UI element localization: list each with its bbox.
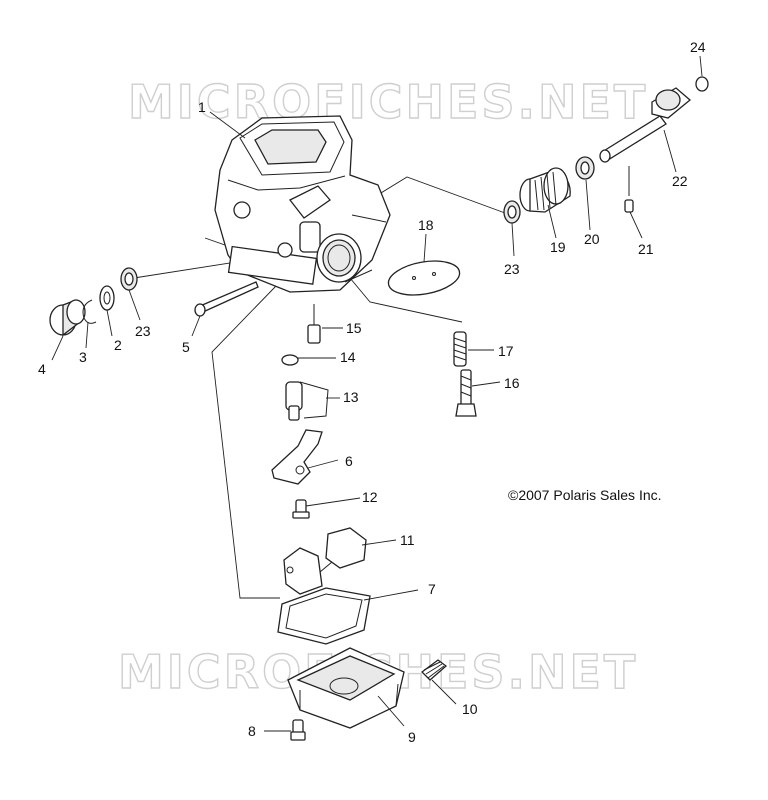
callout-13: 13 — [343, 389, 359, 405]
callout-15: 15 — [346, 320, 362, 336]
part-15-jet — [307, 304, 321, 344]
callout-10: 10 — [462, 701, 478, 717]
part-2-washer — [99, 285, 115, 311]
callout-14: 14 — [340, 349, 356, 365]
part-22-throttle-shaft — [599, 87, 692, 163]
part-8-screw — [290, 719, 306, 741]
callout-17: 17 — [498, 343, 514, 359]
part-18-throttle-plate — [387, 260, 461, 296]
callout-7: 7 — [428, 581, 436, 597]
callout-5: 5 — [182, 339, 190, 355]
callout-16: 16 — [504, 375, 520, 391]
callout-4: 4 — [38, 361, 46, 377]
part-7-gasket — [277, 587, 371, 645]
part-24-cap — [695, 76, 709, 92]
carburetor-body — [214, 115, 391, 293]
part-9-float-bowl — [287, 647, 405, 729]
part-23-seal-right — [503, 200, 521, 224]
callout-9: 9 — [408, 729, 416, 745]
callout-22: 22 — [672, 173, 688, 189]
callout-21: 21 — [638, 241, 654, 257]
callout-2: 2 — [114, 337, 122, 353]
part-17-spring — [453, 331, 467, 367]
callout-18: 18 — [418, 217, 434, 233]
part-23-seal-left — [120, 267, 138, 291]
part-16-pilot-screw — [455, 369, 477, 417]
callout-11: 11 — [400, 532, 415, 548]
callout-3: 3 — [79, 349, 87, 365]
callout-12: 12 — [362, 489, 378, 505]
callout-19: 19 — [550, 239, 566, 255]
callout-24: 24 — [690, 39, 706, 55]
callout-labels: 1 2 3 4 5 6 7 8 9 10 11 12 13 14 15 16 1… — [38, 39, 706, 745]
callout-6: 6 — [345, 453, 353, 469]
part-19-spring — [519, 167, 571, 213]
callout-1: 1 — [198, 99, 206, 115]
callout-23-left: 23 — [135, 323, 151, 339]
part-12-screw — [292, 499, 310, 519]
callout-8: 8 — [248, 723, 256, 739]
part-5-screw — [194, 281, 259, 317]
part-4-cap — [49, 299, 86, 337]
callout-20: 20 — [584, 231, 600, 247]
part-10-drain-screw — [421, 659, 448, 681]
part-21-screw — [624, 166, 634, 213]
callout-23-right: 23 — [504, 261, 520, 277]
part-11-float — [283, 527, 367, 595]
part-20-bushing — [575, 156, 595, 180]
copyright-notice: ©2007 Polaris Sales Inc. — [508, 487, 662, 503]
part-13-needle-valve — [285, 381, 329, 421]
watermark-top: MICROFICHES.NET — [128, 75, 648, 129]
part-14-washer — [281, 354, 299, 366]
part-3-clip — [82, 299, 97, 324]
part-6-bracket — [271, 429, 323, 485]
